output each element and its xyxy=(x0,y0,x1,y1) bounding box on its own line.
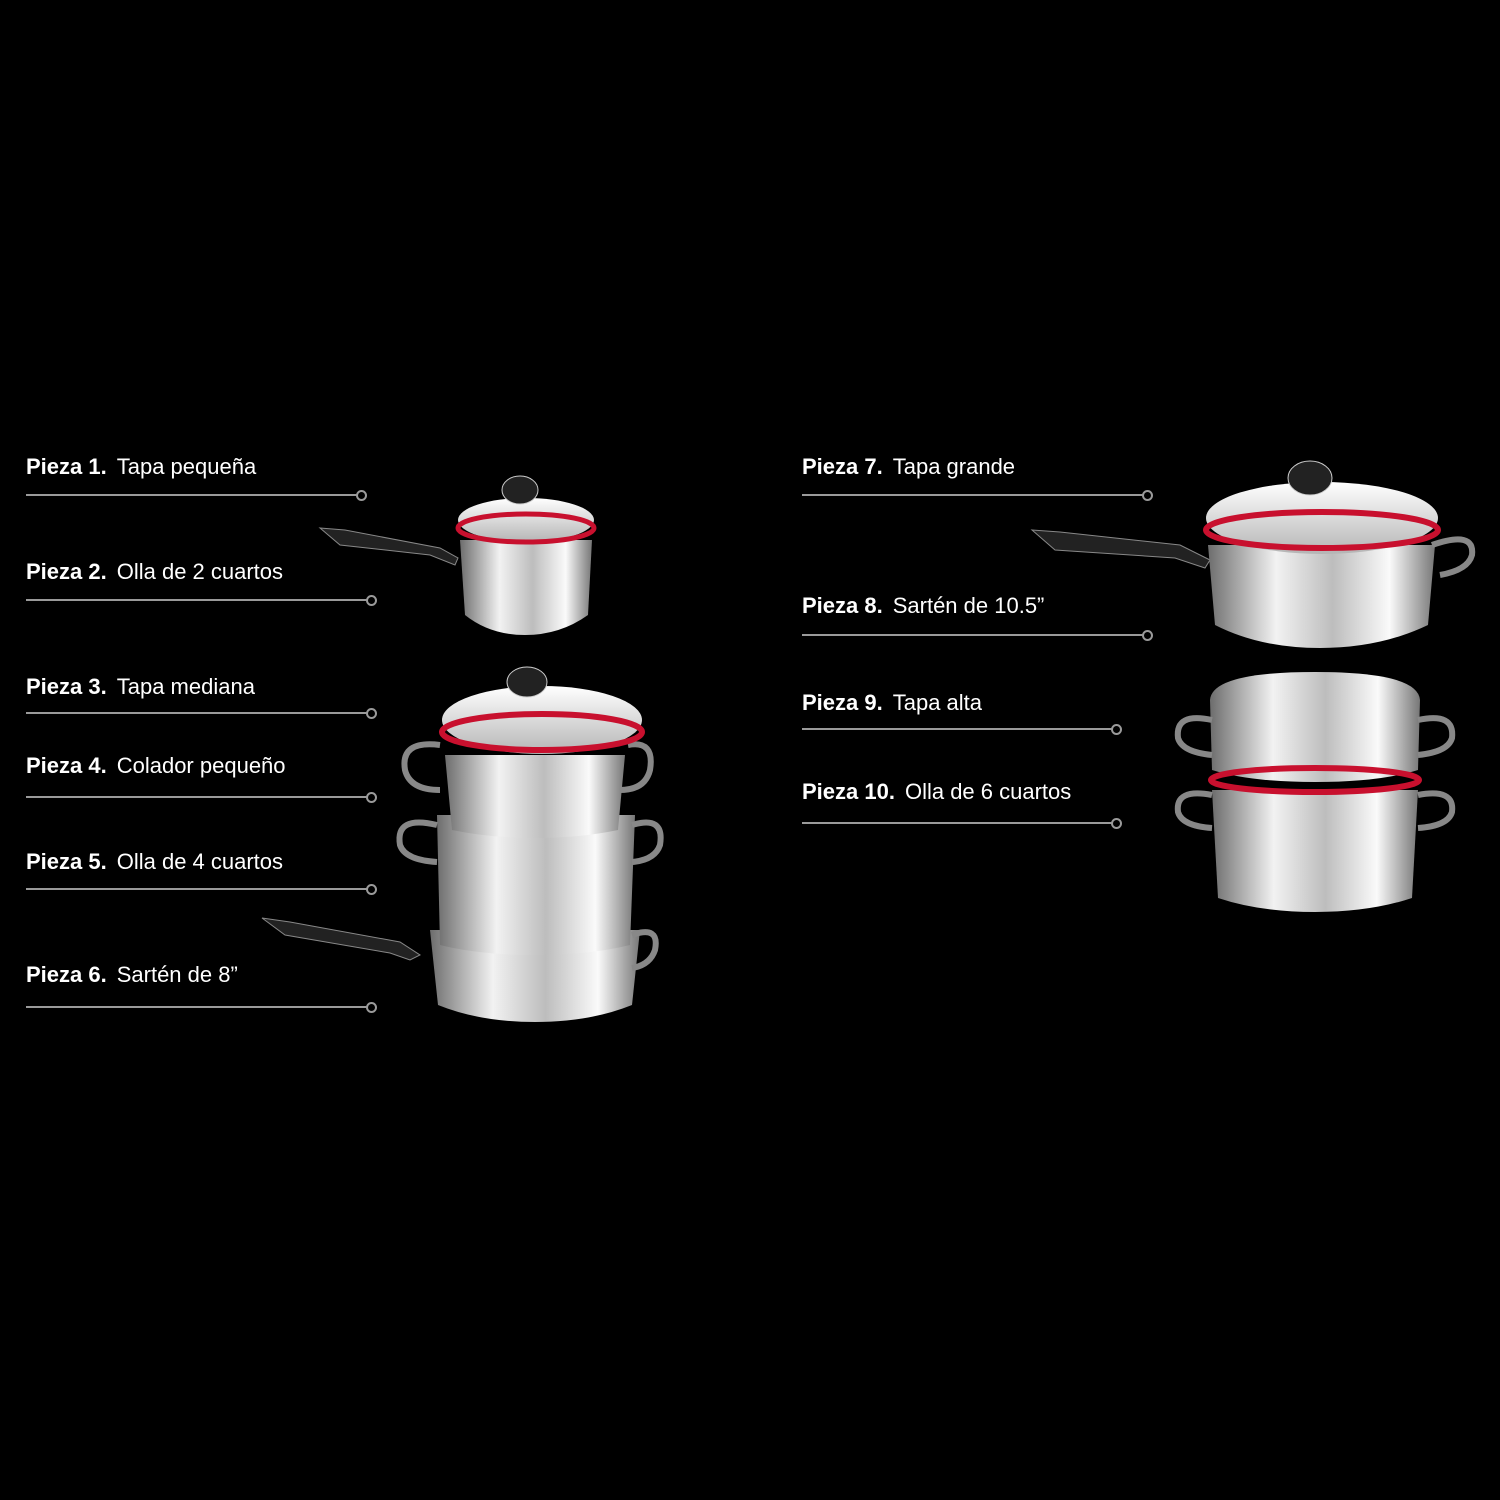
piece-label-4: Pieza 4. Colador pequeño xyxy=(26,755,286,777)
piece-name: Sartén de 10.5” xyxy=(892,593,1045,618)
leader-line-10 xyxy=(802,818,1122,829)
piece-name: Olla de 4 cuartos xyxy=(116,849,284,874)
leader-line-4 xyxy=(26,792,377,803)
stock-pot-stack xyxy=(261,666,664,1022)
piece-number: Pieza 10. xyxy=(802,779,895,804)
leader-line-7 xyxy=(802,490,1153,501)
piece-label-10: Pieza 10. Olla de 6 cuartos xyxy=(802,781,1071,803)
piece-label-6: Pieza 6. Sartén de 8” xyxy=(26,964,238,986)
piece-number: Pieza 5. xyxy=(26,849,107,874)
piece-label-2: Pieza 2. Olla de 2 cuartos xyxy=(26,561,283,583)
piece-number: Pieza 2. xyxy=(26,559,107,584)
piece-name: Tapa mediana xyxy=(116,674,255,699)
piece-number: Pieza 3. xyxy=(26,674,107,699)
saute-pan-10-5 xyxy=(1030,460,1476,648)
piece-name: Olla de 6 cuartos xyxy=(904,779,1072,804)
piece-number: Pieza 4. xyxy=(26,753,107,778)
piece-number: Pieza 8. xyxy=(802,593,883,618)
piece-number: Pieza 1. xyxy=(26,454,107,479)
piece-name: Colador pequeño xyxy=(116,753,286,778)
piece-name: Tapa pequeña xyxy=(116,454,257,479)
leader-line-5 xyxy=(26,884,377,895)
stock-pot-6qt xyxy=(1174,672,1456,912)
piece-label-3: Pieza 3. Tapa mediana xyxy=(26,676,255,698)
piece-label-7: Pieza 7. Tapa grande xyxy=(802,456,1015,478)
piece-label-9: Pieza 9. Tapa alta xyxy=(802,692,982,714)
leader-line-3 xyxy=(26,708,377,719)
piece-label-8: Pieza 8. Sartén de 10.5” xyxy=(802,595,1044,617)
leader-line-1 xyxy=(26,490,367,501)
piece-name: Tapa alta xyxy=(892,690,983,715)
piece-number: Pieza 6. xyxy=(26,962,107,987)
piece-name: Olla de 2 cuartos xyxy=(116,559,284,584)
leader-line-9 xyxy=(802,724,1122,735)
saucepan-2qt xyxy=(318,475,597,635)
piece-name: Sartén de 8” xyxy=(116,962,238,987)
leader-line-8 xyxy=(802,630,1153,641)
leader-line-6 xyxy=(26,1002,377,1013)
piece-number: Pieza 7. xyxy=(802,454,883,479)
piece-label-1: Pieza 1. Tapa pequeña xyxy=(26,456,256,478)
piece-label-5: Pieza 5. Olla de 4 cuartos xyxy=(26,851,283,873)
piece-number: Pieza 9. xyxy=(802,690,883,715)
leader-line-2 xyxy=(26,595,377,606)
piece-name: Tapa grande xyxy=(892,454,1016,479)
